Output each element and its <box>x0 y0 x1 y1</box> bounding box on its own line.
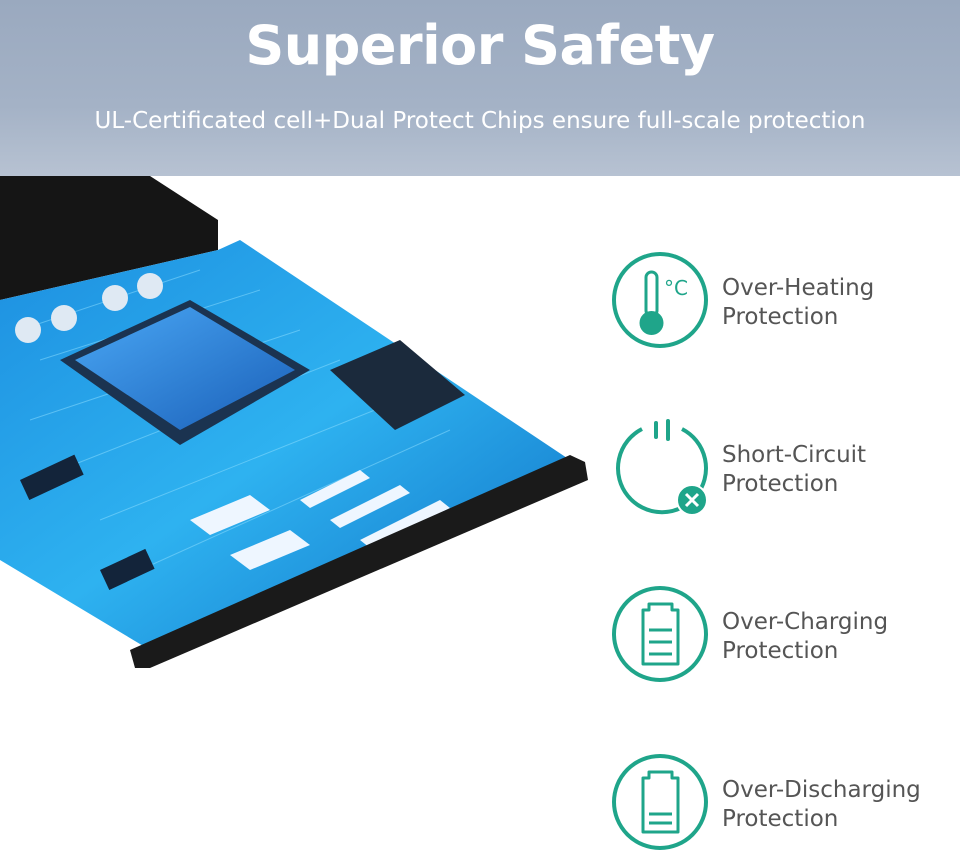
page-subtitle: UL-Certificated cell+Dual Protect Chips … <box>94 108 866 134</box>
battery-full-icon <box>612 586 708 682</box>
header-banner: Superior Safety UL-Certificated cell+Dua… <box>0 0 960 176</box>
feature-title: Over-Heating <box>722 275 875 301</box>
power-off-icon <box>616 419 708 516</box>
celsius-label: °C <box>664 276 688 300</box>
feature-subtitle: Protection <box>722 806 839 832</box>
feature-subtitle: Protection <box>722 304 839 330</box>
page-title: Superior Safety <box>245 14 715 77</box>
battery-circuit-illustration <box>0 176 588 668</box>
battery-low-icon <box>612 754 708 850</box>
feature-subtitle: Protection <box>722 471 839 497</box>
feature-title: Short-Circuit <box>722 442 867 468</box>
feature-title: Over-Charging <box>722 609 889 635</box>
thermometer-icon: °C <box>612 252 708 348</box>
feature-title: Over-Discharging <box>722 777 921 803</box>
feature-subtitle: Protection <box>722 638 839 664</box>
